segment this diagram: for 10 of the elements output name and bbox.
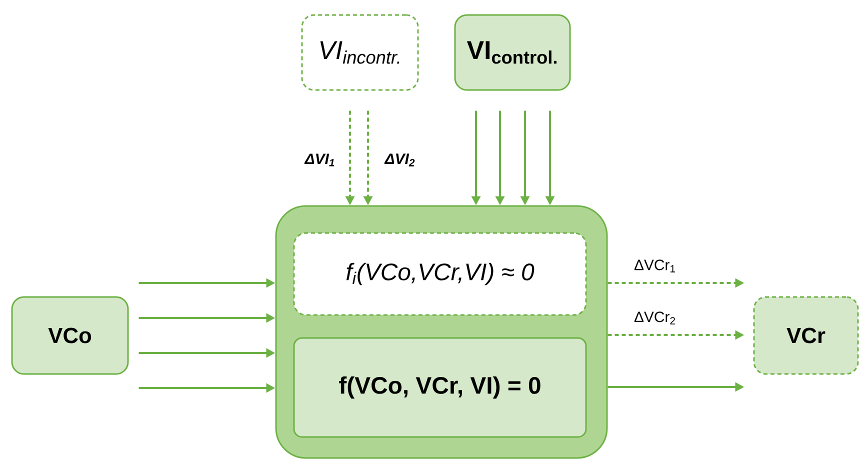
variable-box: VCr [753, 296, 859, 375]
variable-box: VCo [11, 296, 129, 375]
variable-box: VI$_{control.}$ [454, 14, 571, 91]
variable-box: VI$_{incontr.}$ [301, 14, 419, 91]
edge-label: ΔVCr$_{2}$ [632, 310, 678, 326]
edge-label: ΔVI$_{2}$ [384, 152, 416, 168]
equation-box: f(VCo, VCr, VI) = 0 [293, 337, 587, 438]
edge-label: ΔVCr$_{1}$ [632, 258, 678, 274]
edge-label: ΔVI$_{1}$ [304, 152, 336, 168]
equation-box: f$_{i}$(VCo,VCr,VI) ≈ 0 [293, 232, 587, 316]
